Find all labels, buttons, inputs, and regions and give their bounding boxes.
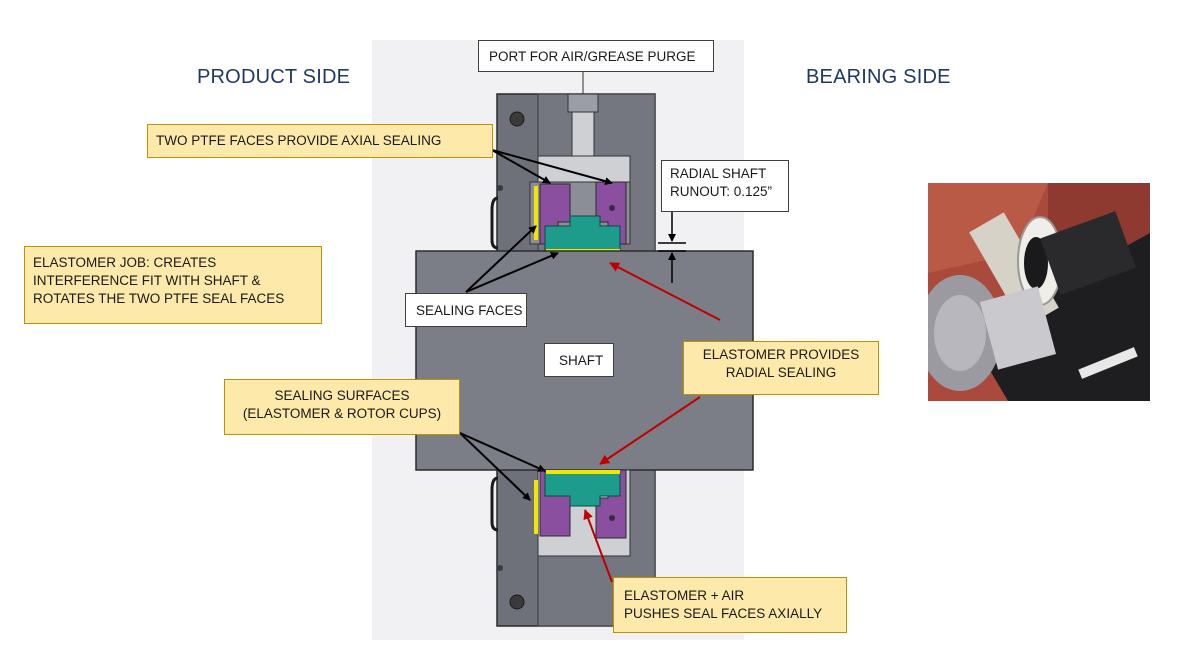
elastomer-radial-arrow-top (609, 262, 721, 321)
shaft-label: SHAFT (544, 343, 614, 377)
lower-pin-hole (609, 515, 615, 521)
sealing-surfaces-callout: SEALING SURFACES (ELASTOMER & ROTOR CUPS… (224, 379, 460, 435)
ptfe-arrow-left (491, 149, 551, 184)
elastomer-air-arrow (583, 509, 613, 583)
port-label: PORT FOR AIR/GREASE PURGE (478, 40, 714, 72)
port-label-text: PORT FOR AIR/GREASE PURGE (489, 49, 696, 64)
elastomer-radial-line2: RADIAL SEALING (725, 365, 837, 380)
elastomer-radial-arrow-bottom (599, 396, 701, 465)
sealing-surfaces-line2: (ELASTOMER & ROTOR CUPS) (242, 406, 442, 421)
clip-top (490, 196, 499, 250)
elastomer-air-line1: ELASTOMER + AIR (624, 588, 745, 603)
runout-label: RADIAL SHAFT RUNOUT: 0.125” (661, 160, 789, 212)
sealing-faces-text: SEALING FACES (416, 303, 523, 318)
screw-bottom (497, 565, 503, 571)
sealing-faces-label: SEALING FACES (405, 293, 527, 327)
bolt-bottom (509, 594, 525, 610)
upper-pin-hole (609, 205, 615, 211)
sealing-surfaces-arrow-1 (459, 432, 546, 472)
seal-photo (928, 183, 1150, 401)
product-side-title: PRODUCT SIDE (197, 66, 351, 88)
port-fitting (567, 93, 599, 113)
screw-top (497, 185, 503, 191)
elastomer-job-callout: ELASTOMER JOB: CREATES INTERFERENCE FIT … (24, 246, 322, 324)
runout-line1: RADIAL SHAFT (670, 166, 767, 181)
elastomer-air-line2: PUSHES SEAL FACES AXIALLY (624, 606, 823, 621)
elastomer-job-line3: ROTATES THE TWO PTFE SEAL FACES (33, 291, 285, 306)
elastomer-radial-callout: ELASTOMER PROVIDES RADIAL SEALING (683, 341, 879, 395)
elastomer-air-callout: ELASTOMER + AIR PUSHES SEAL FACES AXIALL… (613, 577, 847, 633)
elastomer-radial-line1: ELASTOMER PROVIDES (702, 347, 860, 362)
ptfe-faces-text: TWO PTFE FACES PROVIDE AXIAL SEALING (156, 133, 442, 148)
sealing-surfaces-arrow-2 (459, 432, 531, 501)
sealing-surfaces-line1: SEALING SURFACES (274, 388, 410, 403)
ptfe-arrow-right (491, 149, 613, 186)
ptfe-faces-callout: TWO PTFE FACES PROVIDE AXIAL SEALING (147, 124, 493, 158)
clip-bottom (490, 476, 499, 532)
bearing-side-title: BEARING SIDE (806, 66, 951, 88)
sealing-faces-arrow-2 (465, 252, 559, 293)
sealing-faces-arrow-1 (465, 225, 537, 293)
bolt-top (509, 111, 525, 127)
shaft-text: SHAFT (559, 353, 604, 368)
elastomer-job-line1: ELASTOMER JOB: CREATES (33, 255, 217, 270)
runout-line2: RUNOUT: 0.125” (670, 184, 773, 199)
lower-elastomer (544, 471, 621, 507)
elastomer-job-line2: INTERFERENCE FIT WITH SHAFT & (33, 273, 261, 288)
seal-photo-drawing (928, 183, 1150, 401)
